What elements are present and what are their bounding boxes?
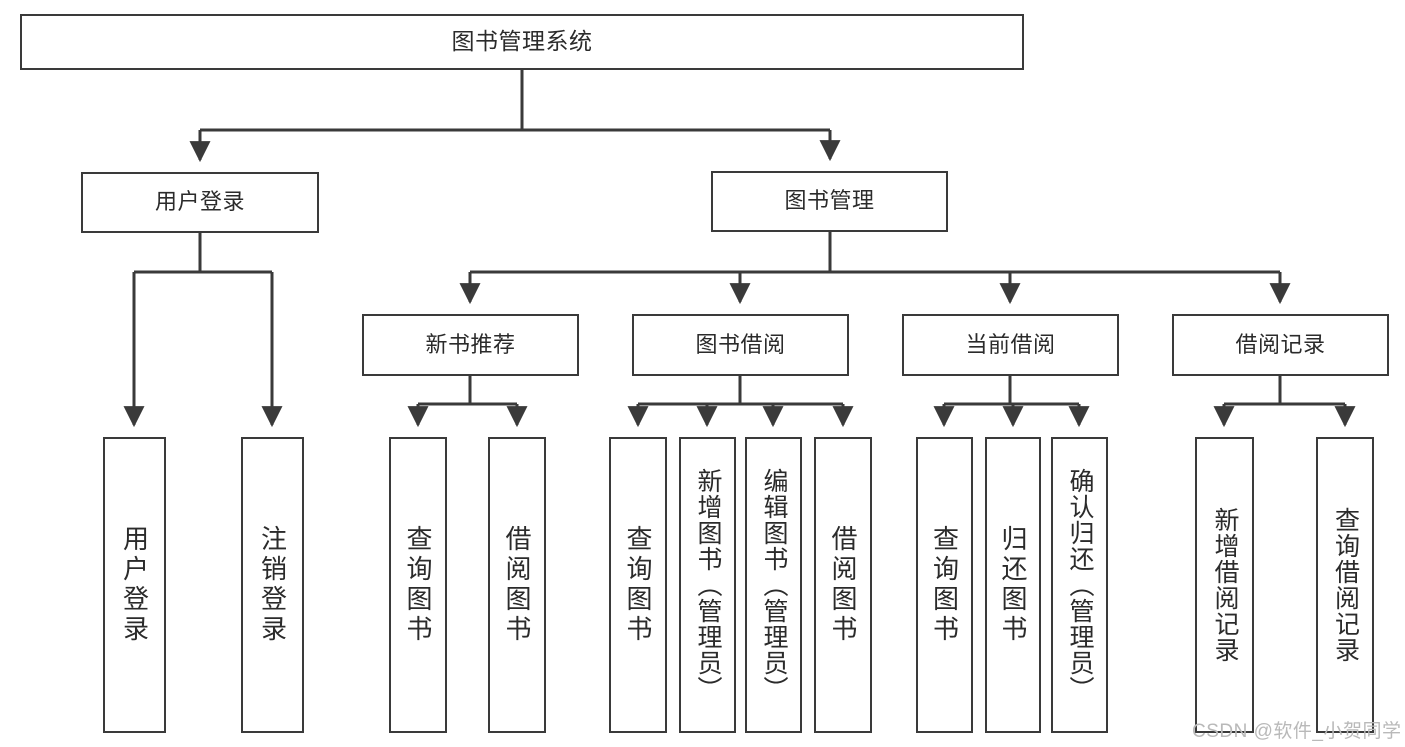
node-user-login-label: 用户登录 <box>154 189 245 215</box>
node-leaf-return-book-label: 归还图书 <box>998 525 1028 645</box>
node-leaf-add-book-label: 新增图书（管理员） <box>694 468 722 702</box>
node-book-manage-label: 图书管理 <box>784 188 875 214</box>
node-leaf-query-book-1-label: 查询图书 <box>403 525 433 645</box>
node-leaf-logout[interactable]: 注销登录 <box>241 437 304 733</box>
node-leaf-query-record-label: 查询借阅记录 <box>1331 507 1360 663</box>
node-root[interactable]: 图书管理系统 <box>20 14 1024 70</box>
node-leaf-borrow-book-2-label: 借阅图书 <box>828 525 858 645</box>
node-book-borrow[interactable]: 图书借阅 <box>632 314 849 376</box>
node-current-borrow-label: 当前借阅 <box>965 331 1056 357</box>
node-borrow-record-label: 借阅记录 <box>1235 331 1326 357</box>
node-leaf-borrow-book-2[interactable]: 借阅图书 <box>814 437 872 733</box>
node-book-borrow-label: 图书借阅 <box>695 331 786 357</box>
node-leaf-add-record-label: 新增借阅记录 <box>1211 507 1239 663</box>
node-leaf-query-book-2-label: 查询图书 <box>623 525 653 645</box>
node-leaf-user-login-label: 用户登录 <box>119 525 150 645</box>
node-leaf-query-book-2[interactable]: 查询图书 <box>609 437 667 733</box>
node-leaf-add-record[interactable]: 新增借阅记录 <box>1195 437 1254 733</box>
node-leaf-borrow-book-1[interactable]: 借阅图书 <box>488 437 546 733</box>
node-borrow-record[interactable]: 借阅记录 <box>1172 314 1389 376</box>
node-user-login[interactable]: 用户登录 <box>81 172 319 233</box>
node-leaf-edit-book-label: 编辑图书（管理员） <box>760 468 788 702</box>
node-book-manage[interactable]: 图书管理 <box>711 171 948 232</box>
node-leaf-edit-book[interactable]: 编辑图书（管理员） <box>745 437 802 733</box>
node-new-book-recommend[interactable]: 新书推荐 <box>362 314 579 376</box>
node-leaf-query-book-1[interactable]: 查询图书 <box>389 437 447 733</box>
node-root-label: 图书管理系统 <box>451 28 593 55</box>
node-current-borrow[interactable]: 当前借阅 <box>902 314 1119 376</box>
node-leaf-query-book-3[interactable]: 查询图书 <box>916 437 973 733</box>
node-leaf-confirm-return-label: 确认归还（管理员） <box>1066 468 1094 702</box>
node-leaf-confirm-return[interactable]: 确认归还（管理员） <box>1051 437 1108 733</box>
watermark: CSDN @软件_小贺同学 <box>1192 721 1402 742</box>
node-new-book-recommend-label: 新书推荐 <box>425 331 516 357</box>
node-leaf-logout-label: 注销登录 <box>257 525 288 645</box>
node-leaf-query-book-3-label: 查询图书 <box>929 525 960 645</box>
node-leaf-add-book[interactable]: 新增图书（管理员） <box>679 437 736 733</box>
node-leaf-user-login[interactable]: 用户登录 <box>103 437 166 733</box>
node-leaf-query-record[interactable]: 查询借阅记录 <box>1316 437 1374 733</box>
node-leaf-borrow-book-1-label: 借阅图书 <box>502 525 532 645</box>
node-leaf-return-book[interactable]: 归还图书 <box>985 437 1041 733</box>
